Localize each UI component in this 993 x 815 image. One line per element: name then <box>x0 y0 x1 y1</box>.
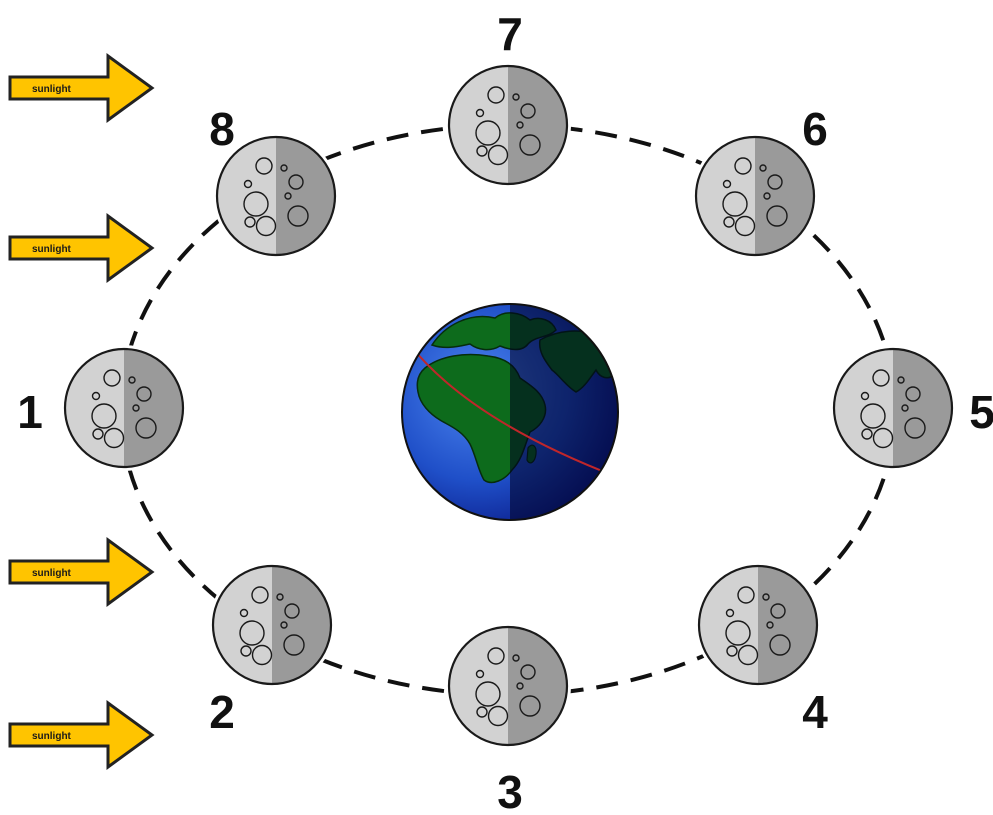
moon-position-label: 1 <box>17 386 43 438</box>
moon-icon <box>445 62 571 188</box>
sunlight-arrow-icon: sunlight <box>10 56 152 120</box>
earth-night-side <box>510 300 630 530</box>
moon-position-label: 7 <box>497 8 523 60</box>
earth-icon <box>402 300 630 530</box>
sunlight-arrow-icon: sunlight <box>10 540 152 604</box>
sunlight-arrow-icon: sunlight <box>10 703 152 767</box>
sunlight-arrow-icon: sunlight <box>10 216 152 280</box>
sunlight-label: sunlight <box>32 84 72 95</box>
moon-icon <box>209 562 335 688</box>
moon-position-label: 5 <box>969 386 993 438</box>
sunlight-label: sunlight <box>32 568 72 579</box>
moon-position-label: 4 <box>802 686 828 738</box>
moon-icon <box>695 562 821 688</box>
moon-icon <box>445 623 571 749</box>
sunlight-label: sunlight <box>32 731 72 742</box>
moon-position-label: 2 <box>209 686 235 738</box>
moon-icon <box>692 133 818 259</box>
sunlight-label: sunlight <box>32 244 72 255</box>
moon-position-label: 6 <box>802 103 828 155</box>
moon-position-label: 8 <box>209 103 235 155</box>
moon-position-label: 3 <box>497 766 523 815</box>
moon-icon <box>61 345 187 471</box>
moon-icon <box>830 345 956 471</box>
